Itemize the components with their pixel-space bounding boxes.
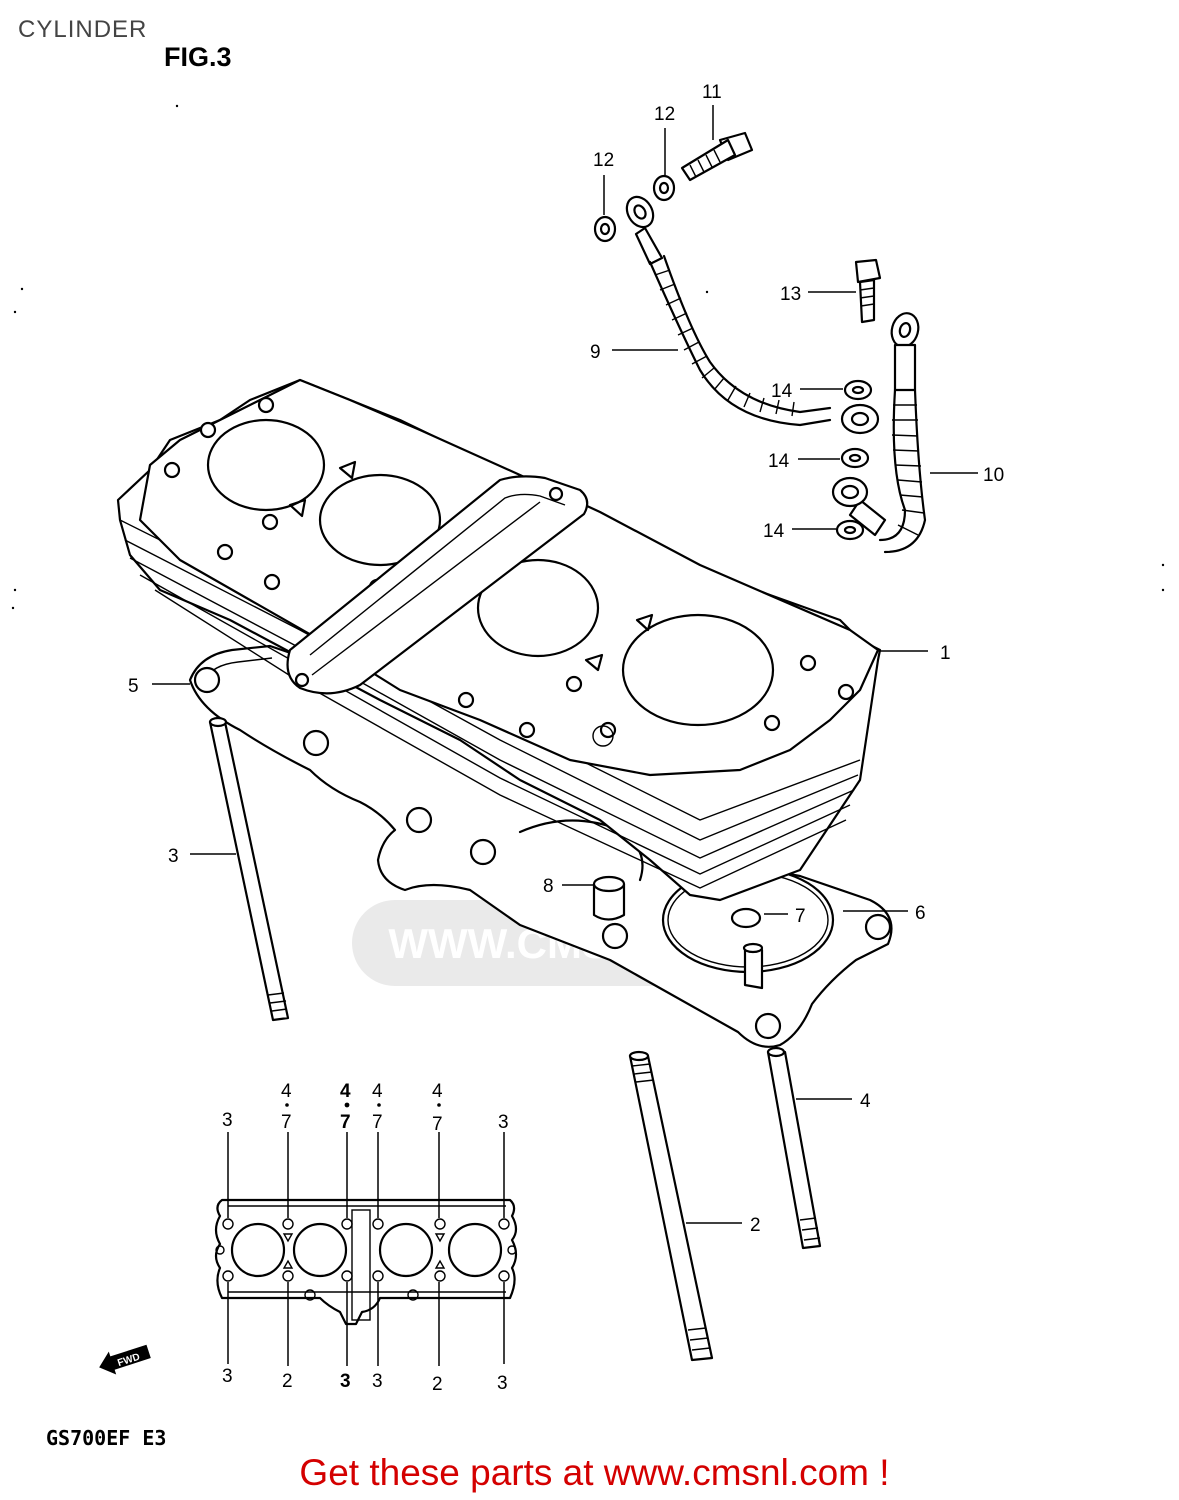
inset-bottom-2-a: 2 bbox=[282, 1371, 293, 1392]
scan-specks bbox=[11, 104, 1165, 610]
model-code: GS700EF E3 bbox=[46, 1426, 167, 1450]
washer-12b-hole bbox=[658, 181, 670, 195]
inset-top-4-b: 4 bbox=[340, 1081, 351, 1102]
inset-bottom-3-b: 3 bbox=[340, 1371, 351, 1392]
callout-11: 11 bbox=[702, 82, 722, 103]
washer-14c bbox=[835, 519, 865, 541]
inset-top-3-left: 3 bbox=[222, 1110, 233, 1131]
cylinder-base-gasket bbox=[188, 644, 893, 1048]
inset-top-3-right: 3 bbox=[498, 1112, 509, 1133]
washer-12b bbox=[652, 174, 676, 202]
inset-top-7-d: 7 bbox=[432, 1114, 443, 1135]
banjo-bolt-11 bbox=[680, 131, 754, 182]
head-gasket-outline bbox=[286, 475, 589, 695]
fwd-arrow-icon: FWD bbox=[99, 1344, 151, 1375]
washer-14c-hole bbox=[843, 525, 857, 535]
washer-12a bbox=[593, 215, 617, 243]
callout-5: 5 bbox=[128, 676, 139, 697]
callout-13: 13 bbox=[780, 284, 801, 305]
callout-14-middle: 14 bbox=[768, 451, 790, 472]
inset-top-4-a: 4 bbox=[281, 1081, 292, 1102]
washer-14a bbox=[843, 379, 873, 401]
inset-bottom-3-d: 3 bbox=[497, 1373, 508, 1394]
stud-right bbox=[766, 1046, 822, 1250]
washer-14a-hole bbox=[851, 385, 865, 395]
inset-top-7-a: 7 bbox=[281, 1112, 292, 1133]
washer-14b bbox=[840, 447, 870, 469]
washer-14b-hole bbox=[848, 453, 862, 463]
inset-top-7-c: 7 bbox=[372, 1112, 383, 1133]
callout-14-bottom: 14 bbox=[763, 521, 785, 542]
oil-hose-10 bbox=[831, 312, 927, 554]
inset-top-4-d: 4 bbox=[432, 1081, 443, 1102]
figure-label: FIG.3 bbox=[164, 42, 232, 72]
callout-12-left: 12 bbox=[593, 150, 614, 171]
callout-2: 2 bbox=[750, 1215, 761, 1236]
inset-bottom-3-a: 3 bbox=[222, 1366, 233, 1387]
bolt-13 bbox=[854, 258, 882, 324]
callout-3: 3 bbox=[168, 846, 179, 867]
dowel-pin bbox=[592, 875, 626, 921]
head-bolt-inset: 3 4 4 4 4 3 7 7 7 7 3 2 3 3 2 3 bbox=[214, 1081, 518, 1395]
leader-lines bbox=[152, 105, 978, 1224]
cylinder-block bbox=[116, 378, 882, 902]
stud-short bbox=[742, 942, 764, 990]
callout-6: 6 bbox=[915, 903, 926, 924]
stud-left bbox=[208, 716, 290, 1022]
callout-7: 7 bbox=[795, 906, 806, 927]
inset-bottom-3-c: 3 bbox=[372, 1371, 383, 1392]
callout-14-top: 14 bbox=[771, 381, 793, 402]
callout-10: 10 bbox=[983, 465, 1004, 486]
inset-top-4-c: 4 bbox=[372, 1081, 383, 1102]
cta-link-text[interactable]: Get these parts at www.cmsnl.com ! bbox=[299, 1452, 890, 1493]
callout-8: 8 bbox=[543, 876, 554, 897]
oil-hose-9 bbox=[625, 195, 880, 435]
inset-bottom-2-b: 2 bbox=[432, 1374, 443, 1395]
page-title: CYLINDER bbox=[18, 16, 148, 43]
stud-center bbox=[628, 1050, 714, 1362]
callout-4: 4 bbox=[860, 1091, 871, 1112]
washer-12a-hole bbox=[599, 222, 611, 236]
callout-9: 9 bbox=[590, 342, 601, 363]
inset-top-7-b: 7 bbox=[340, 1112, 351, 1133]
callout-1: 1 bbox=[940, 643, 951, 664]
callout-12-right: 12 bbox=[654, 104, 675, 125]
